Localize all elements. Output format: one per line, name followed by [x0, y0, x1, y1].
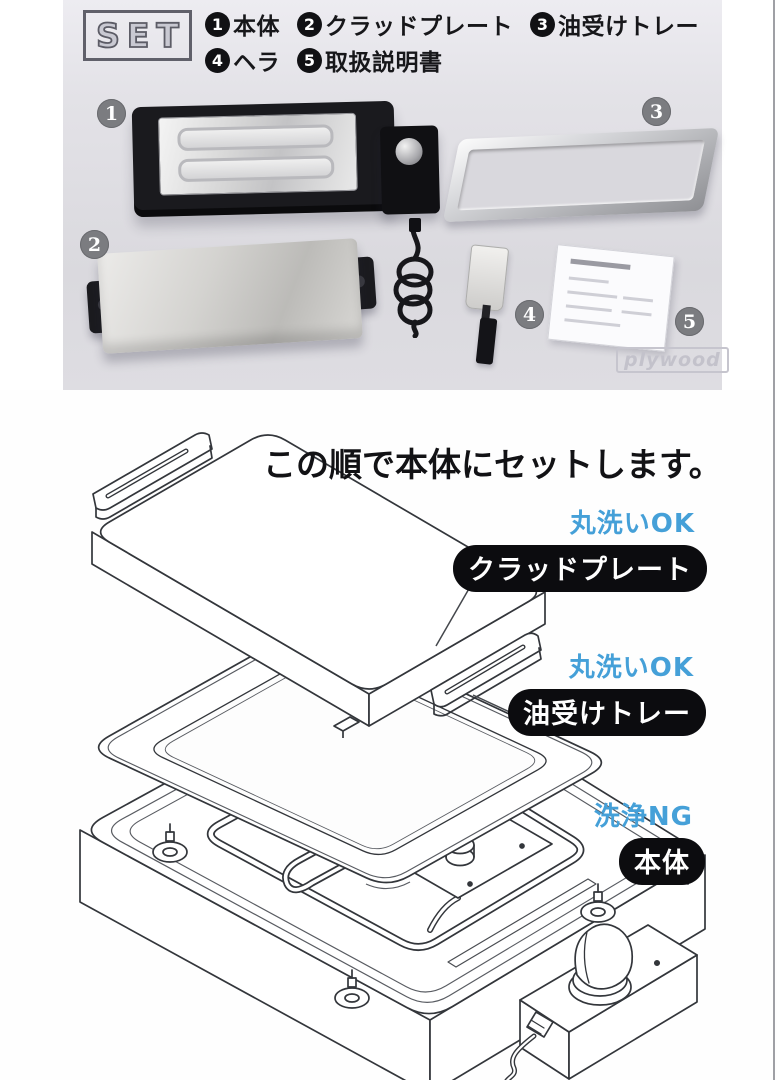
photo-number-badge-5: 5: [675, 307, 704, 336]
part-name-pill: 油受けトレー: [508, 689, 706, 736]
set-item-row: 4 ヘラ 5 取扱説明書: [205, 42, 716, 78]
label-main-body: 洗浄NG 本体: [594, 796, 705, 885]
washable-ok-tag: 丸洗いOK: [569, 509, 695, 539]
clad-plate-drawing: [91, 432, 546, 727]
part-name-pill: 本体: [619, 838, 705, 885]
set-item-list: 1 本体 2 クラッドプレート 3 油受けトレー 4 ヘラ 5: [205, 6, 716, 78]
set-item: 4 ヘラ: [205, 43, 280, 77]
item-label: クラッドプレート: [325, 14, 513, 40]
photo-number-badge-2: 2: [80, 230, 109, 259]
set-item: 1 本体: [205, 7, 280, 41]
washable-ok-tag: 丸洗いOK: [568, 653, 694, 683]
photo-number-badge-1: 1: [97, 99, 126, 128]
label-oil-tray: 丸洗いOK 油受けトレー: [508, 647, 706, 736]
item-label: ヘラ: [233, 50, 280, 76]
wash-ng-tag: 洗浄NG: [593, 802, 693, 832]
body-foot-drawing: [580, 883, 616, 923]
body-foot-drawing: [334, 969, 370, 1009]
item-number-icon: 4: [205, 47, 230, 73]
body-foot-drawing: [152, 823, 188, 863]
plywood-watermark: plywood: [616, 347, 729, 373]
part-name-pill: クラッドプレート: [453, 545, 707, 592]
clad-plate-photo: [97, 238, 363, 354]
set-item: 2 クラッドプレート: [297, 7, 513, 41]
set-contents-photo-section: SET 1 本体 2 クラッドプレート 3 油受けトレー 4: [63, 0, 729, 390]
right-edge-divider: [773, 0, 775, 1080]
oil-tray-drawing: [97, 626, 603, 890]
label-leader-lines: [435, 579, 515, 715]
item-number-icon: 2: [297, 11, 322, 37]
set-item: 3 油受けトレー: [530, 7, 699, 41]
item-label: 油受けトレー: [558, 14, 699, 40]
control-knob-drawing: [568, 923, 634, 1006]
power-cord-drawing: [504, 1011, 554, 1080]
set-item: 5 取扱説明書: [297, 43, 443, 77]
photo-number-badge-4: 4: [515, 300, 544, 329]
power-cord-coil: [393, 218, 434, 338]
item-number-icon: 5: [297, 47, 322, 73]
item-number-icon: 1: [205, 11, 230, 37]
item-label: 取扱説明書: [325, 50, 443, 76]
plate-handle-drawing: [92, 432, 213, 520]
diagram-headline: この順で本体にセットします。: [263, 445, 722, 484]
item-number-icon: 3: [530, 11, 555, 37]
main-body-drawing: [79, 665, 706, 1080]
photo-number-badge-3: 3: [642, 97, 671, 126]
set-badge: SET: [83, 10, 192, 61]
label-clad-plate: 丸洗いOK クラッドプレート: [453, 503, 707, 592]
item-label: 本体: [233, 14, 280, 40]
plate-handle-drawing: [430, 632, 542, 717]
set-item-row: 1 本体 2 クラッドプレート 3 油受けトレー: [205, 6, 716, 42]
